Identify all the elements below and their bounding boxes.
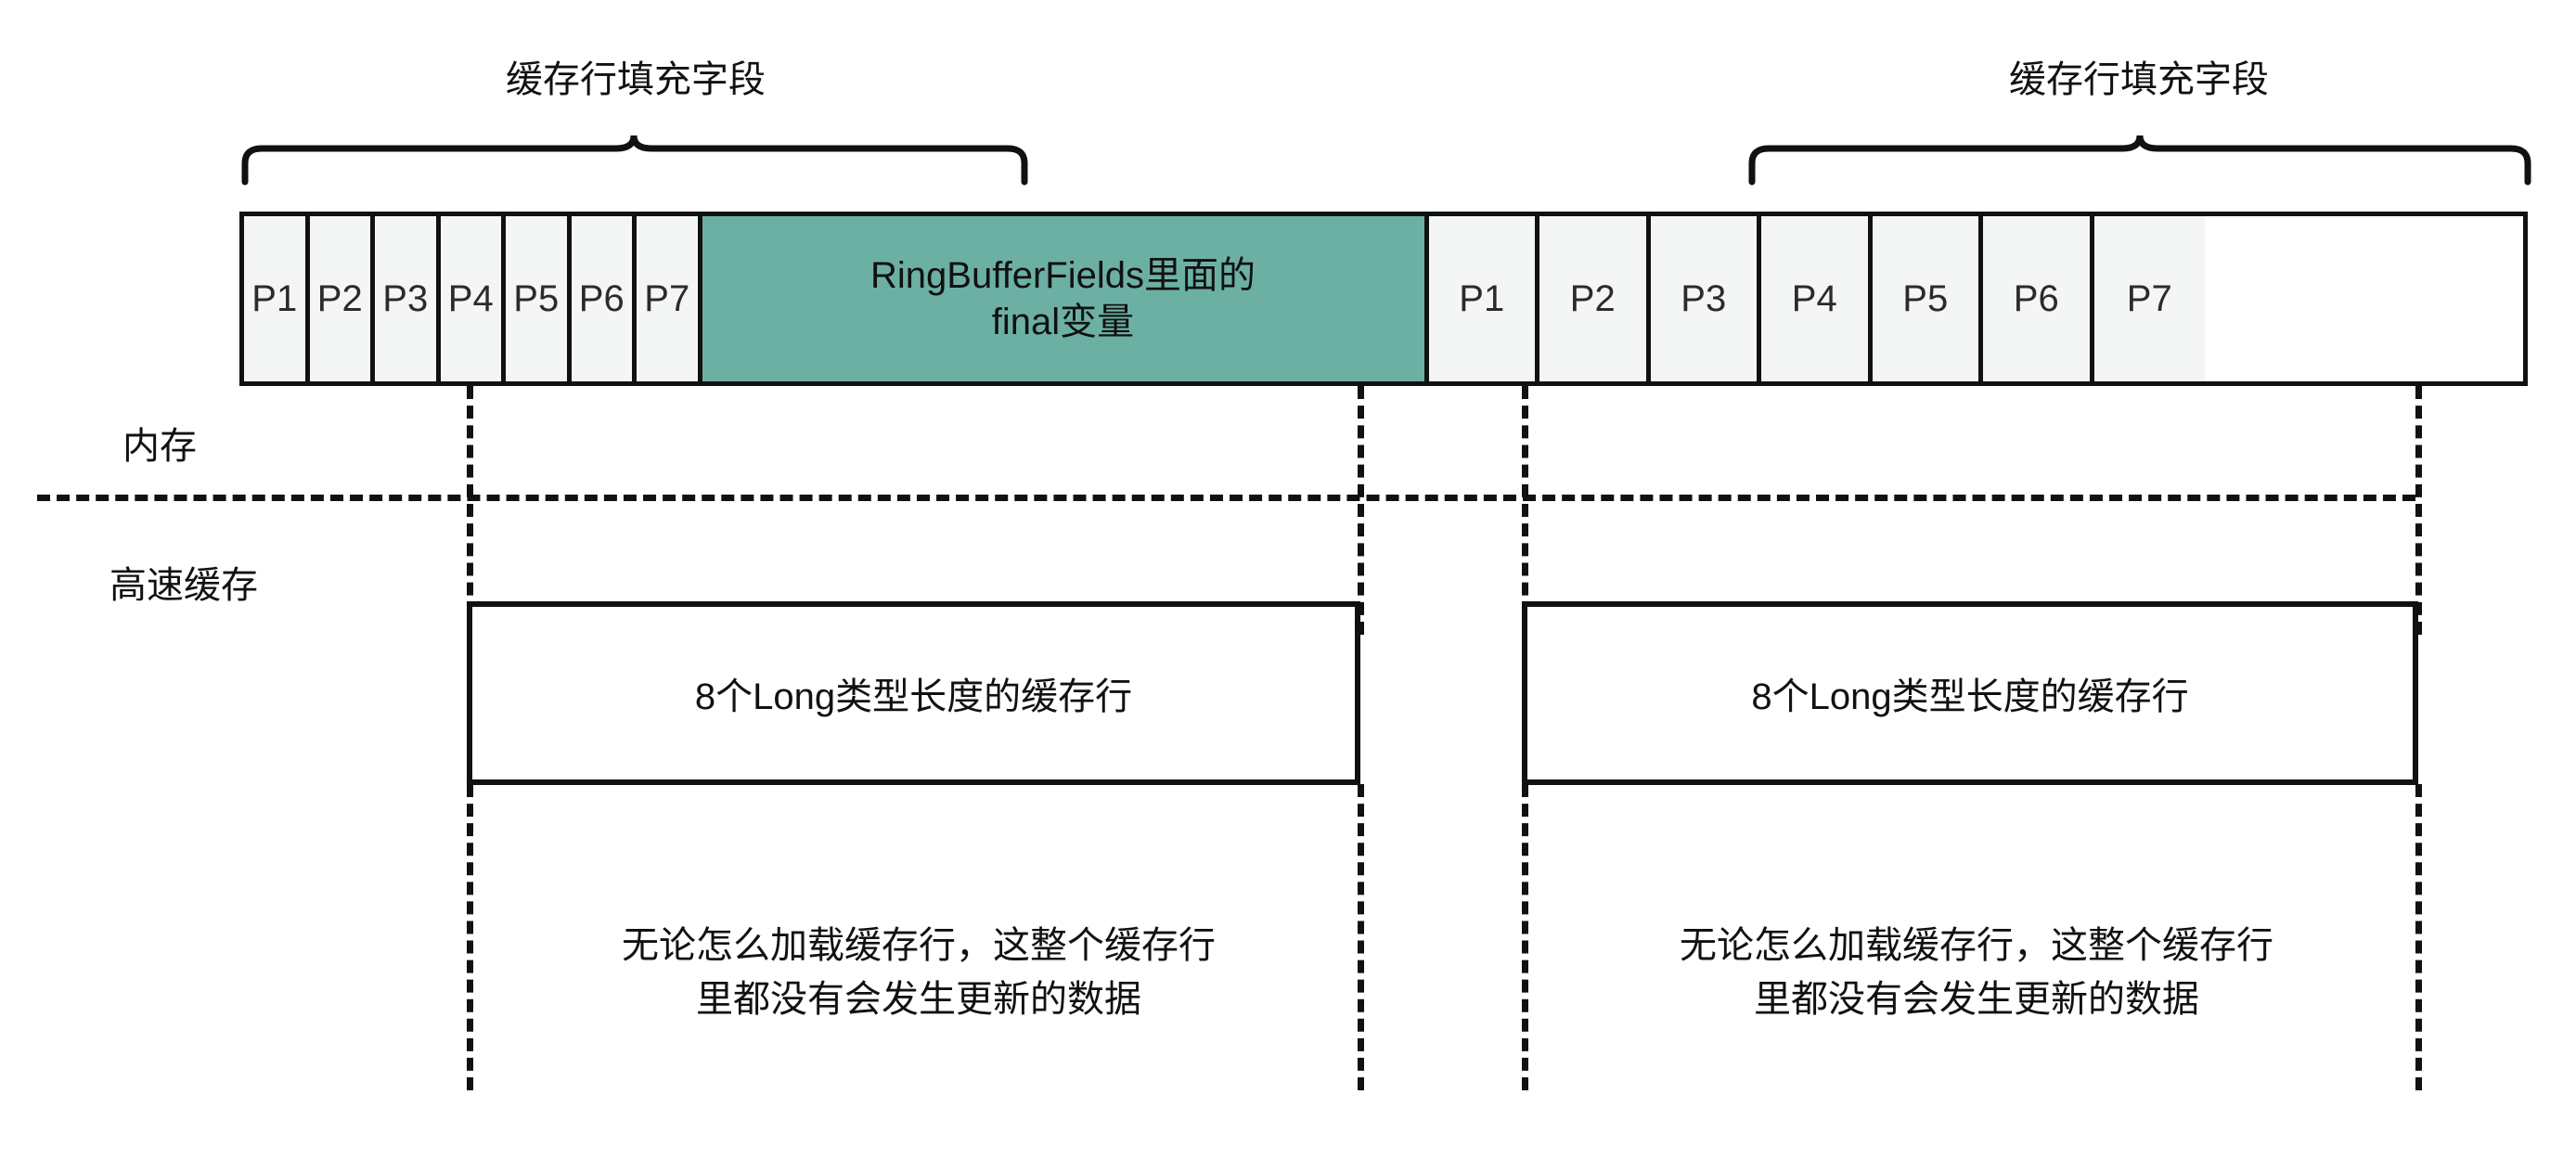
boundary-line-4-upper: [2415, 386, 2422, 635]
padding-cell-right-3: P3: [1650, 216, 1761, 381]
padding-cell-left-4: P4: [440, 216, 506, 381]
ringbuffer-final-fields-cell: RingBufferFields里面的 final变量: [702, 216, 1429, 381]
cache-line-box-left: 8个Long类型长度的缓存行: [467, 601, 1360, 785]
padding-cell-left-5: P5: [506, 216, 572, 381]
cache-line-box-right: 8个Long类型长度的缓存行: [1522, 601, 2418, 785]
padding-cell-left-2: P2: [309, 216, 375, 381]
cache-region-label: 高速缓存: [109, 565, 258, 606]
boundary-line-3-lower: [1522, 784, 1528, 1090]
boundary-line-1-upper: [467, 386, 473, 635]
boundary-line-4-lower: [2415, 784, 2422, 1090]
boundary-line-2-upper: [1358, 386, 1364, 635]
padding-cell-right-7: P7: [2093, 216, 2205, 381]
left-brace-label: 缓存行填充字段: [506, 59, 766, 100]
cache-note-left: 无论怎么加载缓存行，这整个缓存行 里都没有会发生更新的数据: [622, 925, 1216, 1020]
cache-note-right: 无论怎么加载缓存行，这整个缓存行 里都没有会发生更新的数据: [1680, 925, 2273, 1020]
boundary-line-1-lower: [467, 784, 473, 1090]
padding-cell-right-4: P4: [1761, 216, 1873, 381]
padding-cell-left-3: P3: [375, 216, 441, 381]
memory-region-label: 内存: [122, 426, 197, 467]
padding-cell-left-6: P6: [571, 216, 637, 381]
boundary-line-3-upper: [1522, 386, 1528, 635]
memory-cache-divider: [37, 495, 2415, 501]
right-brace-label: 缓存行填充字段: [2009, 59, 2269, 100]
padding-cell-right-1: P1: [1428, 216, 1539, 381]
right-brace-icon: [1748, 135, 2531, 186]
memory-layout-bar: P1 P2 P3 P4 P5 P6 P7 RingBufferFields里面的…: [239, 212, 2528, 386]
padding-cell-left-7: P7: [637, 216, 702, 381]
padding-cell-right-6: P6: [1983, 216, 2094, 381]
padding-cell-left-1: P1: [244, 216, 310, 381]
left-brace-icon: [241, 135, 1028, 186]
padding-cell-right-5: P5: [1872, 216, 1983, 381]
boundary-line-2-lower: [1358, 784, 1364, 1090]
padding-cell-right-2: P2: [1539, 216, 1651, 381]
